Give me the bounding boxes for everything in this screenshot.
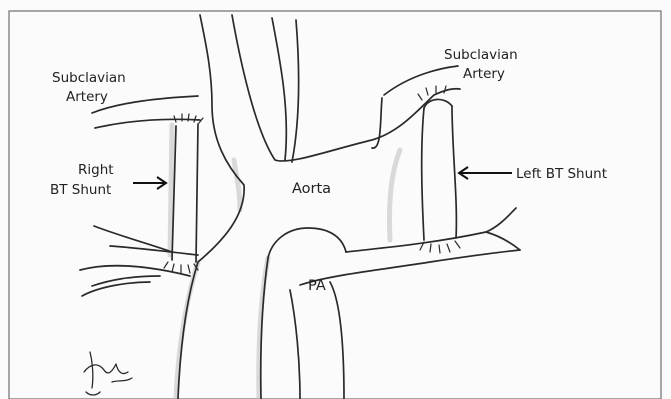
- subclavian-artery-label-right: Subclavian Artery: [444, 47, 522, 82]
- subclavian-artery-label-left: Subclavian Artery: [52, 70, 130, 105]
- signature: [84, 352, 132, 395]
- vessel-shading: [170, 125, 400, 399]
- left-bt-shunt: [418, 86, 460, 253]
- right-bt-shunt-label: Right BT Shunt: [50, 162, 118, 198]
- left-bt-shunt-label: Left BT Shunt: [516, 166, 607, 182]
- aorta-vessel: [178, 15, 434, 399]
- right-shunt-arrow: [133, 177, 166, 189]
- aorta-label: Aorta: [292, 181, 331, 197]
- right-subclavian-vessel: [92, 96, 200, 128]
- left-shunt-arrow: [459, 167, 512, 179]
- pa-label: PA: [308, 278, 326, 294]
- pulmonary-artery: [80, 208, 520, 399]
